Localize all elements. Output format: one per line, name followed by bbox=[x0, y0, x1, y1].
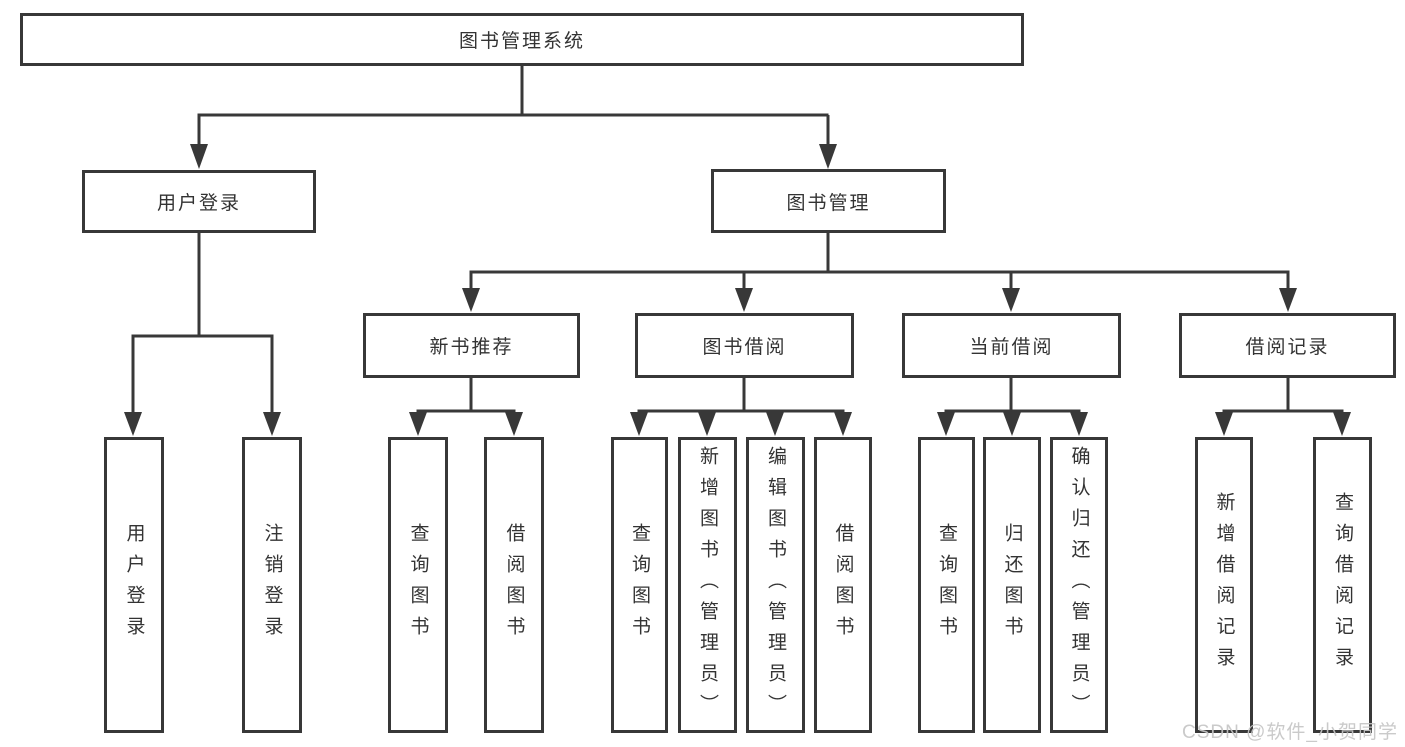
leaf-query-borrow-record: 查询借阅记录 bbox=[1313, 437, 1372, 733]
leaf-confirm-return-admin: 确认归还（管理员） bbox=[1050, 437, 1108, 733]
leaf-confirm-return-admin-label: 确认归还（管理员） bbox=[1068, 445, 1090, 725]
node-borrowing-records-label: 借阅记录 bbox=[1245, 337, 1330, 358]
leaf-edit-book-admin-label: 编辑图书（管理员） bbox=[765, 445, 786, 725]
leaf-query-book-borrow-label: 查询图书 bbox=[629, 523, 650, 647]
node-book-management: 图书管理 bbox=[711, 169, 946, 233]
leaf-logout: 注销登录 bbox=[242, 437, 302, 733]
leaf-add-book-admin: 新增图书（管理员） bbox=[678, 437, 737, 733]
node-new-book-recommend: 新书推荐 bbox=[363, 313, 580, 378]
node-library-system-label: 图书管理系统 bbox=[458, 31, 585, 52]
leaf-query-borrow-record-label: 查询借阅记录 bbox=[1332, 492, 1353, 678]
leaf-return-book: 归还图书 bbox=[983, 437, 1041, 733]
node-borrowing-records: 借阅记录 bbox=[1179, 313, 1396, 378]
leaf-borrow-book-recommend-label: 借阅图书 bbox=[503, 523, 525, 647]
watermark: CSDN @软件_小贺同学 bbox=[1182, 722, 1398, 743]
leaf-borrow-book-label: 借阅图书 bbox=[832, 523, 854, 647]
leaf-query-book-recommend-label: 查询图书 bbox=[407, 523, 429, 647]
leaf-edit-book-admin: 编辑图书（管理员） bbox=[746, 437, 805, 733]
leaf-return-book-label: 归还图书 bbox=[1001, 523, 1023, 647]
node-book-borrowing-label: 图书借阅 bbox=[702, 337, 787, 358]
node-user-login-label: 用户登录 bbox=[156, 193, 241, 214]
leaf-add-borrow-record: 新增借阅记录 bbox=[1195, 437, 1253, 733]
leaf-add-borrow-record-label: 新增借阅记录 bbox=[1213, 492, 1235, 678]
node-book-borrowing: 图书借阅 bbox=[635, 313, 854, 378]
leaf-user-login-label: 用户登录 bbox=[123, 523, 145, 647]
leaf-query-book-recommend: 查询图书 bbox=[388, 437, 448, 733]
leaf-user-login: 用户登录 bbox=[104, 437, 164, 733]
node-current-borrowing-label: 当前借阅 bbox=[969, 337, 1054, 358]
node-new-book-recommend-label: 新书推荐 bbox=[429, 337, 514, 358]
leaf-borrow-book-recommend: 借阅图书 bbox=[484, 437, 544, 733]
node-book-management-label: 图书管理 bbox=[786, 192, 871, 214]
leaf-borrow-book: 借阅图书 bbox=[814, 437, 872, 733]
leaf-logout-label: 注销登录 bbox=[261, 523, 283, 647]
node-user-login: 用户登录 bbox=[82, 170, 316, 233]
leaf-query-book-current: 查询图书 bbox=[918, 437, 975, 733]
leaf-query-book-current-label: 查询图书 bbox=[936, 523, 957, 647]
leaf-add-book-admin-label: 新增图书（管理员） bbox=[697, 445, 718, 725]
node-library-system: 图书管理系统 bbox=[20, 13, 1024, 66]
leaf-query-book-borrow: 查询图书 bbox=[611, 437, 668, 733]
node-current-borrowing: 当前借阅 bbox=[902, 313, 1121, 378]
